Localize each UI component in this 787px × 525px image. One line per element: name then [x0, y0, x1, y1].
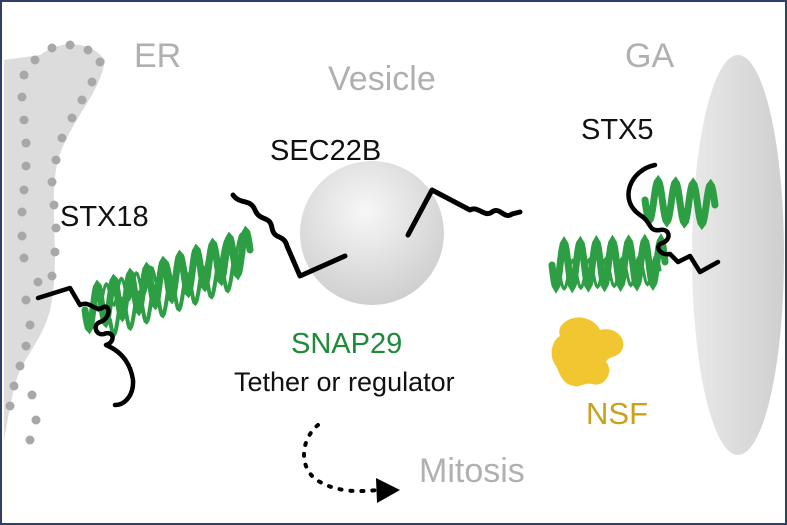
stx5-helix: [548, 174, 719, 294]
ribosome-dot: [25, 435, 35, 445]
ribosome-dot: [17, 207, 27, 217]
ribosome-dot: [87, 77, 97, 87]
ribosome-dot: [17, 231, 27, 241]
ribosome-dot: [67, 113, 77, 123]
stx5-label: STX5: [581, 114, 654, 146]
ribosome-dot: [21, 341, 31, 351]
ribosome-dot: [5, 401, 15, 411]
ribosome-dot: [33, 277, 43, 287]
stx18-chain: [35, 285, 136, 408]
ribosome-dot: [19, 115, 29, 125]
ga-label: GA: [625, 37, 675, 75]
ribosome-dot: [25, 320, 35, 330]
dotted-curved-arrow-icon: [302, 423, 400, 503]
er-label: ER: [134, 37, 182, 75]
er-membrane: [4, 40, 105, 445]
ribosome-dot: [19, 70, 29, 80]
ribosome-dot: [19, 253, 29, 263]
ribosome-dot: [83, 45, 93, 55]
ribosome-dot: [50, 247, 60, 257]
sec22b-label: SEC22B: [270, 135, 382, 167]
nsf-blob-icon: [551, 317, 624, 387]
vesicle-label: Vesicle: [328, 60, 436, 98]
ribosome-dot: [19, 185, 29, 195]
snap29-label: SNAP29: [291, 328, 403, 360]
ribosome-dot: [15, 361, 25, 371]
ribosome-dot: [51, 155, 61, 165]
ribosome-dot: [77, 95, 87, 105]
ribosome-dot: [30, 55, 40, 65]
ribosome-dot: [9, 381, 19, 391]
ribosome-dot: [57, 133, 67, 143]
nsf-label: NSF: [586, 396, 648, 431]
stx5-chain: [626, 162, 721, 275]
role-label: Tether or regulator: [234, 367, 455, 397]
ribosome-dot: [47, 177, 57, 187]
ribosome-dot: [65, 40, 75, 50]
ribosome-dot: [49, 200, 59, 210]
mitosis-label: Mitosis: [419, 452, 525, 490]
ribosome-dot: [21, 138, 31, 148]
ribosome-dot: [47, 43, 57, 53]
vesicle-shape: [300, 161, 444, 305]
sec22b-chain: [230, 187, 523, 279]
er-ribosome-dots: [5, 40, 105, 445]
helix-strand: [108, 252, 242, 338]
stx18-helix: [81, 225, 254, 338]
ribosome-dot: [51, 223, 61, 233]
helix-strand: [558, 254, 662, 291]
ribosome-dot: [17, 92, 27, 102]
helix-strand: [641, 174, 719, 231]
golgi-membrane: [692, 55, 784, 455]
stx18-label: STX18: [60, 201, 149, 233]
ribosome-dot: [47, 271, 57, 281]
ribosome-dot: [21, 161, 31, 171]
ribosome-dot: [95, 57, 105, 67]
ribosome-dot: [27, 390, 37, 400]
ribosome-dot: [31, 415, 41, 425]
ribosome-dot: [21, 295, 31, 305]
